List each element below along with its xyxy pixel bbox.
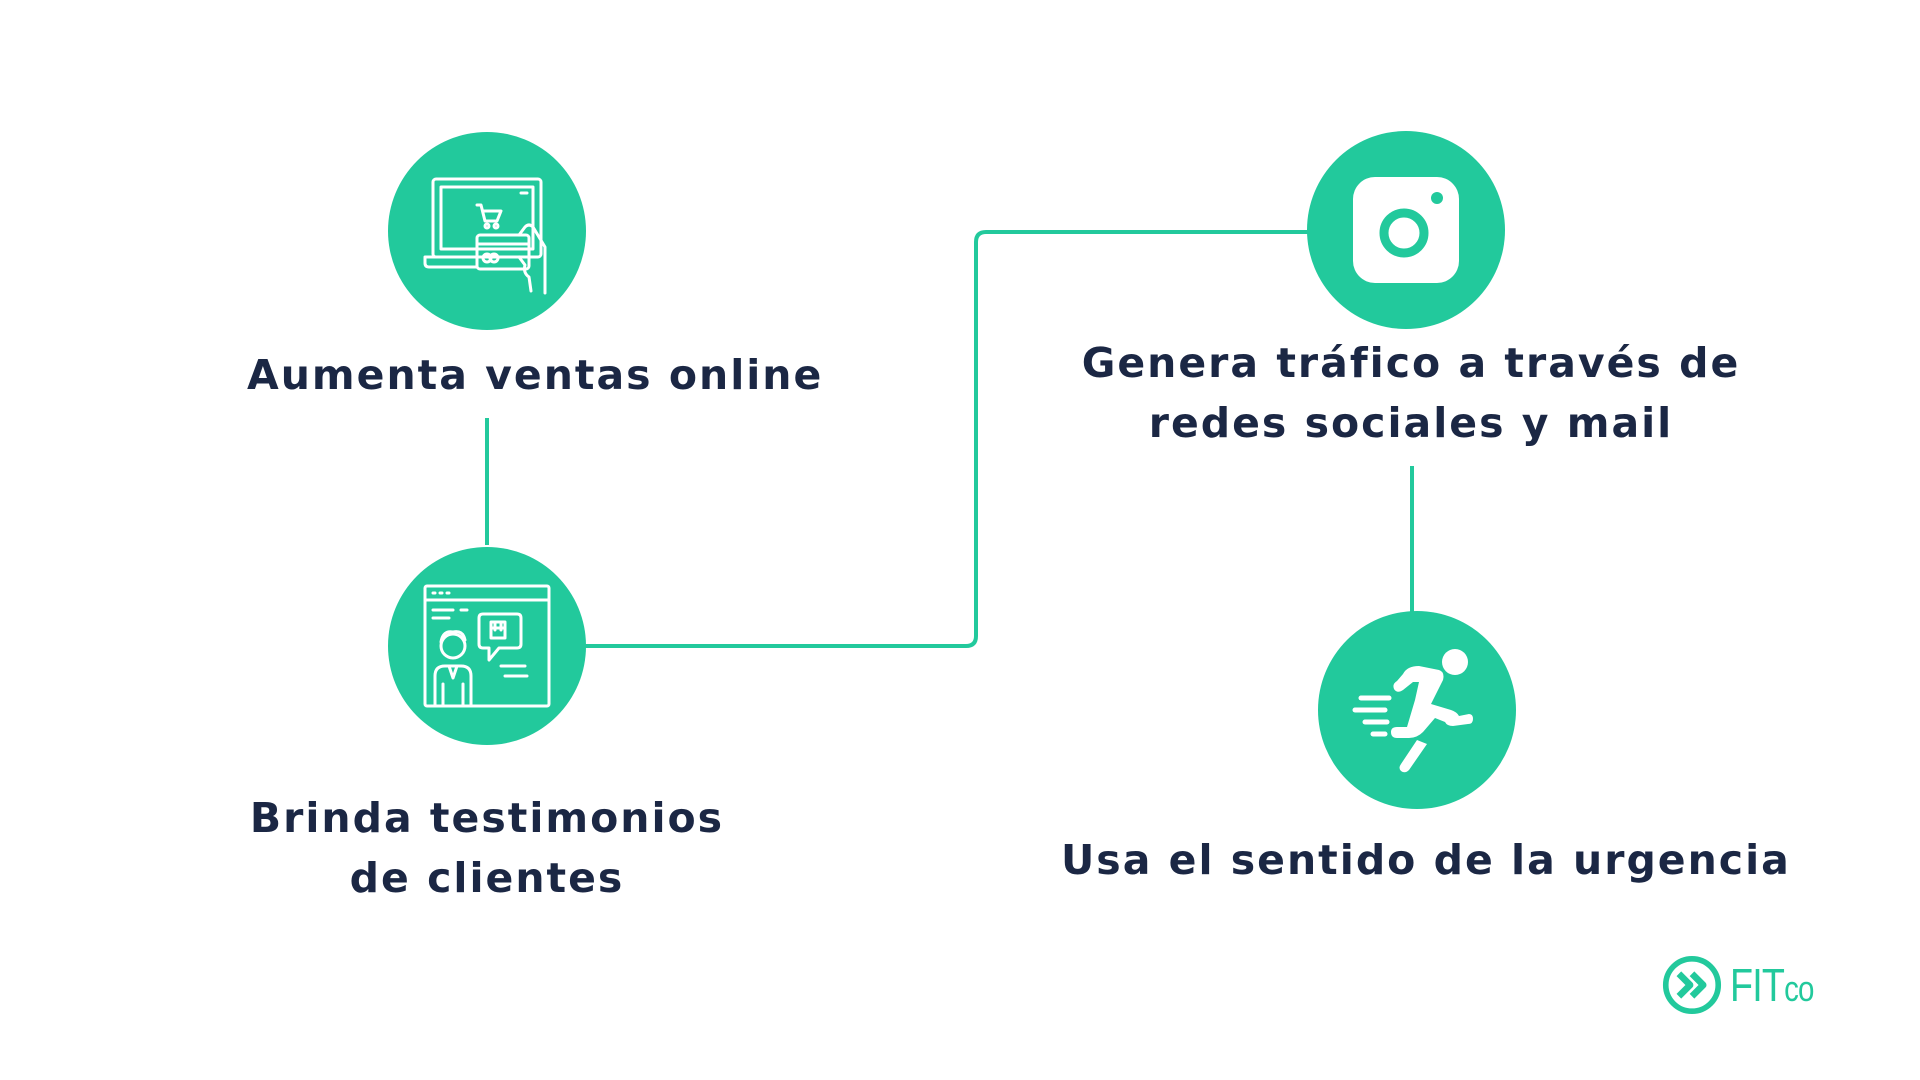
- label-line: Aumenta ventas online: [247, 351, 824, 399]
- testimonials-circle: [388, 547, 586, 745]
- logo-text-small: co: [1784, 968, 1814, 1009]
- double-chevron-circle-icon: [1662, 955, 1722, 1015]
- node-label-social-traffic: Genera tráfico a través de redes sociale…: [1071, 333, 1751, 453]
- node-label-urgency: Usa el sentido de la urgencia: [1061, 830, 1791, 890]
- instagram-icon: [1353, 177, 1459, 283]
- label-line: Genera tráfico a través de: [1081, 339, 1741, 387]
- node-label-online-sales: Aumenta ventas online: [247, 345, 824, 405]
- label-line: Brinda testimonios: [249, 794, 725, 842]
- node-label-testimonials: Brinda testimonios de clientes: [237, 788, 737, 908]
- label-line: de clientes: [349, 854, 625, 902]
- fitco-logo: FITco: [1662, 950, 1832, 1020]
- social-traffic-circle: [1307, 131, 1505, 329]
- logo-text: FITco: [1730, 958, 1814, 1012]
- label-line: redes sociales y mail: [1148, 399, 1674, 447]
- urgency-circle: [1318, 611, 1516, 809]
- browser-testimonial-icon: [423, 584, 551, 708]
- logo-text-main: FIT: [1729, 959, 1785, 1011]
- online-sales-circle: [388, 132, 586, 330]
- running-person-icon: [1352, 649, 1473, 773]
- label-line: Usa el sentido de la urgencia: [1061, 836, 1791, 884]
- laptop-cart-payment-icon: [423, 177, 547, 295]
- connector-testimonials-to-social: [585, 230, 1310, 648]
